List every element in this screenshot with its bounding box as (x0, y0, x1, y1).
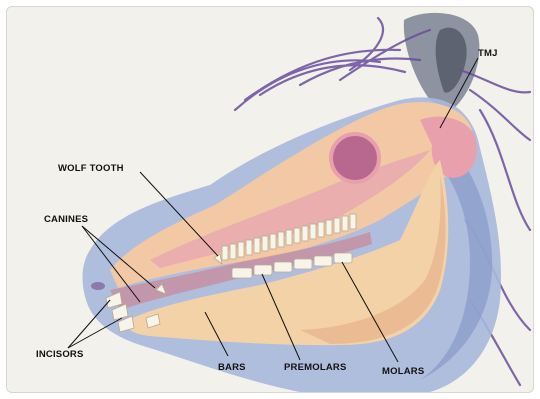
label-bars: BARS (218, 362, 246, 373)
label-incisors: INCISORS (36, 349, 84, 360)
nostril (91, 282, 105, 290)
label-molars: MOLARS (382, 366, 424, 377)
label-premolars: PREMOLARS (284, 362, 347, 373)
label-tmj: TMJ (478, 48, 498, 59)
label-wolf-tooth: WOLF TOOTH (58, 163, 124, 174)
label-canines: CANINES (44, 214, 88, 225)
